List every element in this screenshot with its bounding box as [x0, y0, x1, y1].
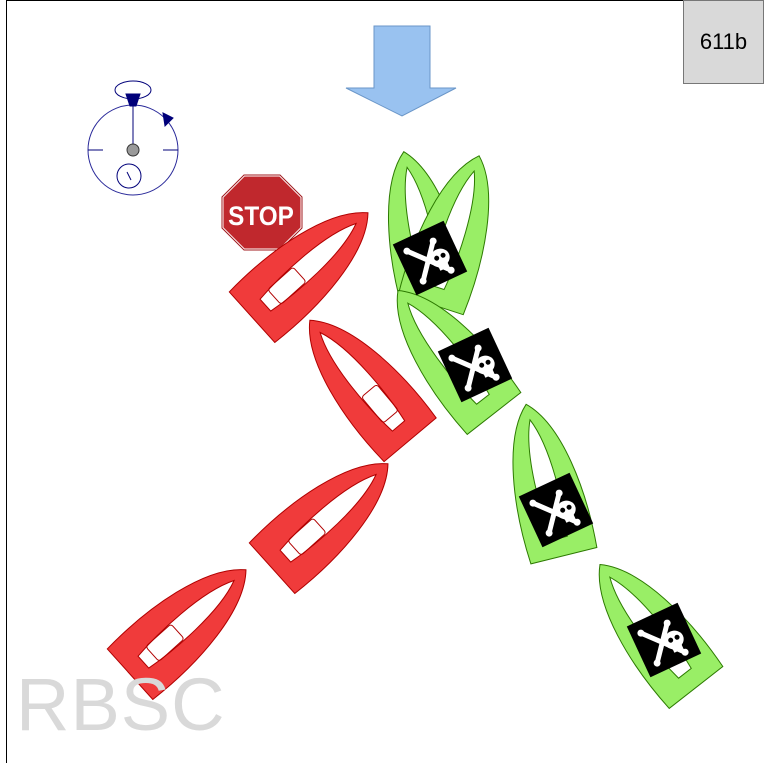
stopwatch-icon: [87, 80, 179, 196]
stop-sign-text: STOP: [228, 202, 294, 231]
diagram-id-label: 611b: [683, 0, 764, 84]
watermark: RBSC: [16, 663, 226, 746]
red-boat: [248, 437, 412, 595]
wind-arrow-icon: [345, 25, 457, 117]
diagram-id-text: 611b: [699, 29, 748, 54]
diagram-frame: [6, 0, 763, 763]
stop-sign-icon: STOP: [220, 173, 304, 252]
